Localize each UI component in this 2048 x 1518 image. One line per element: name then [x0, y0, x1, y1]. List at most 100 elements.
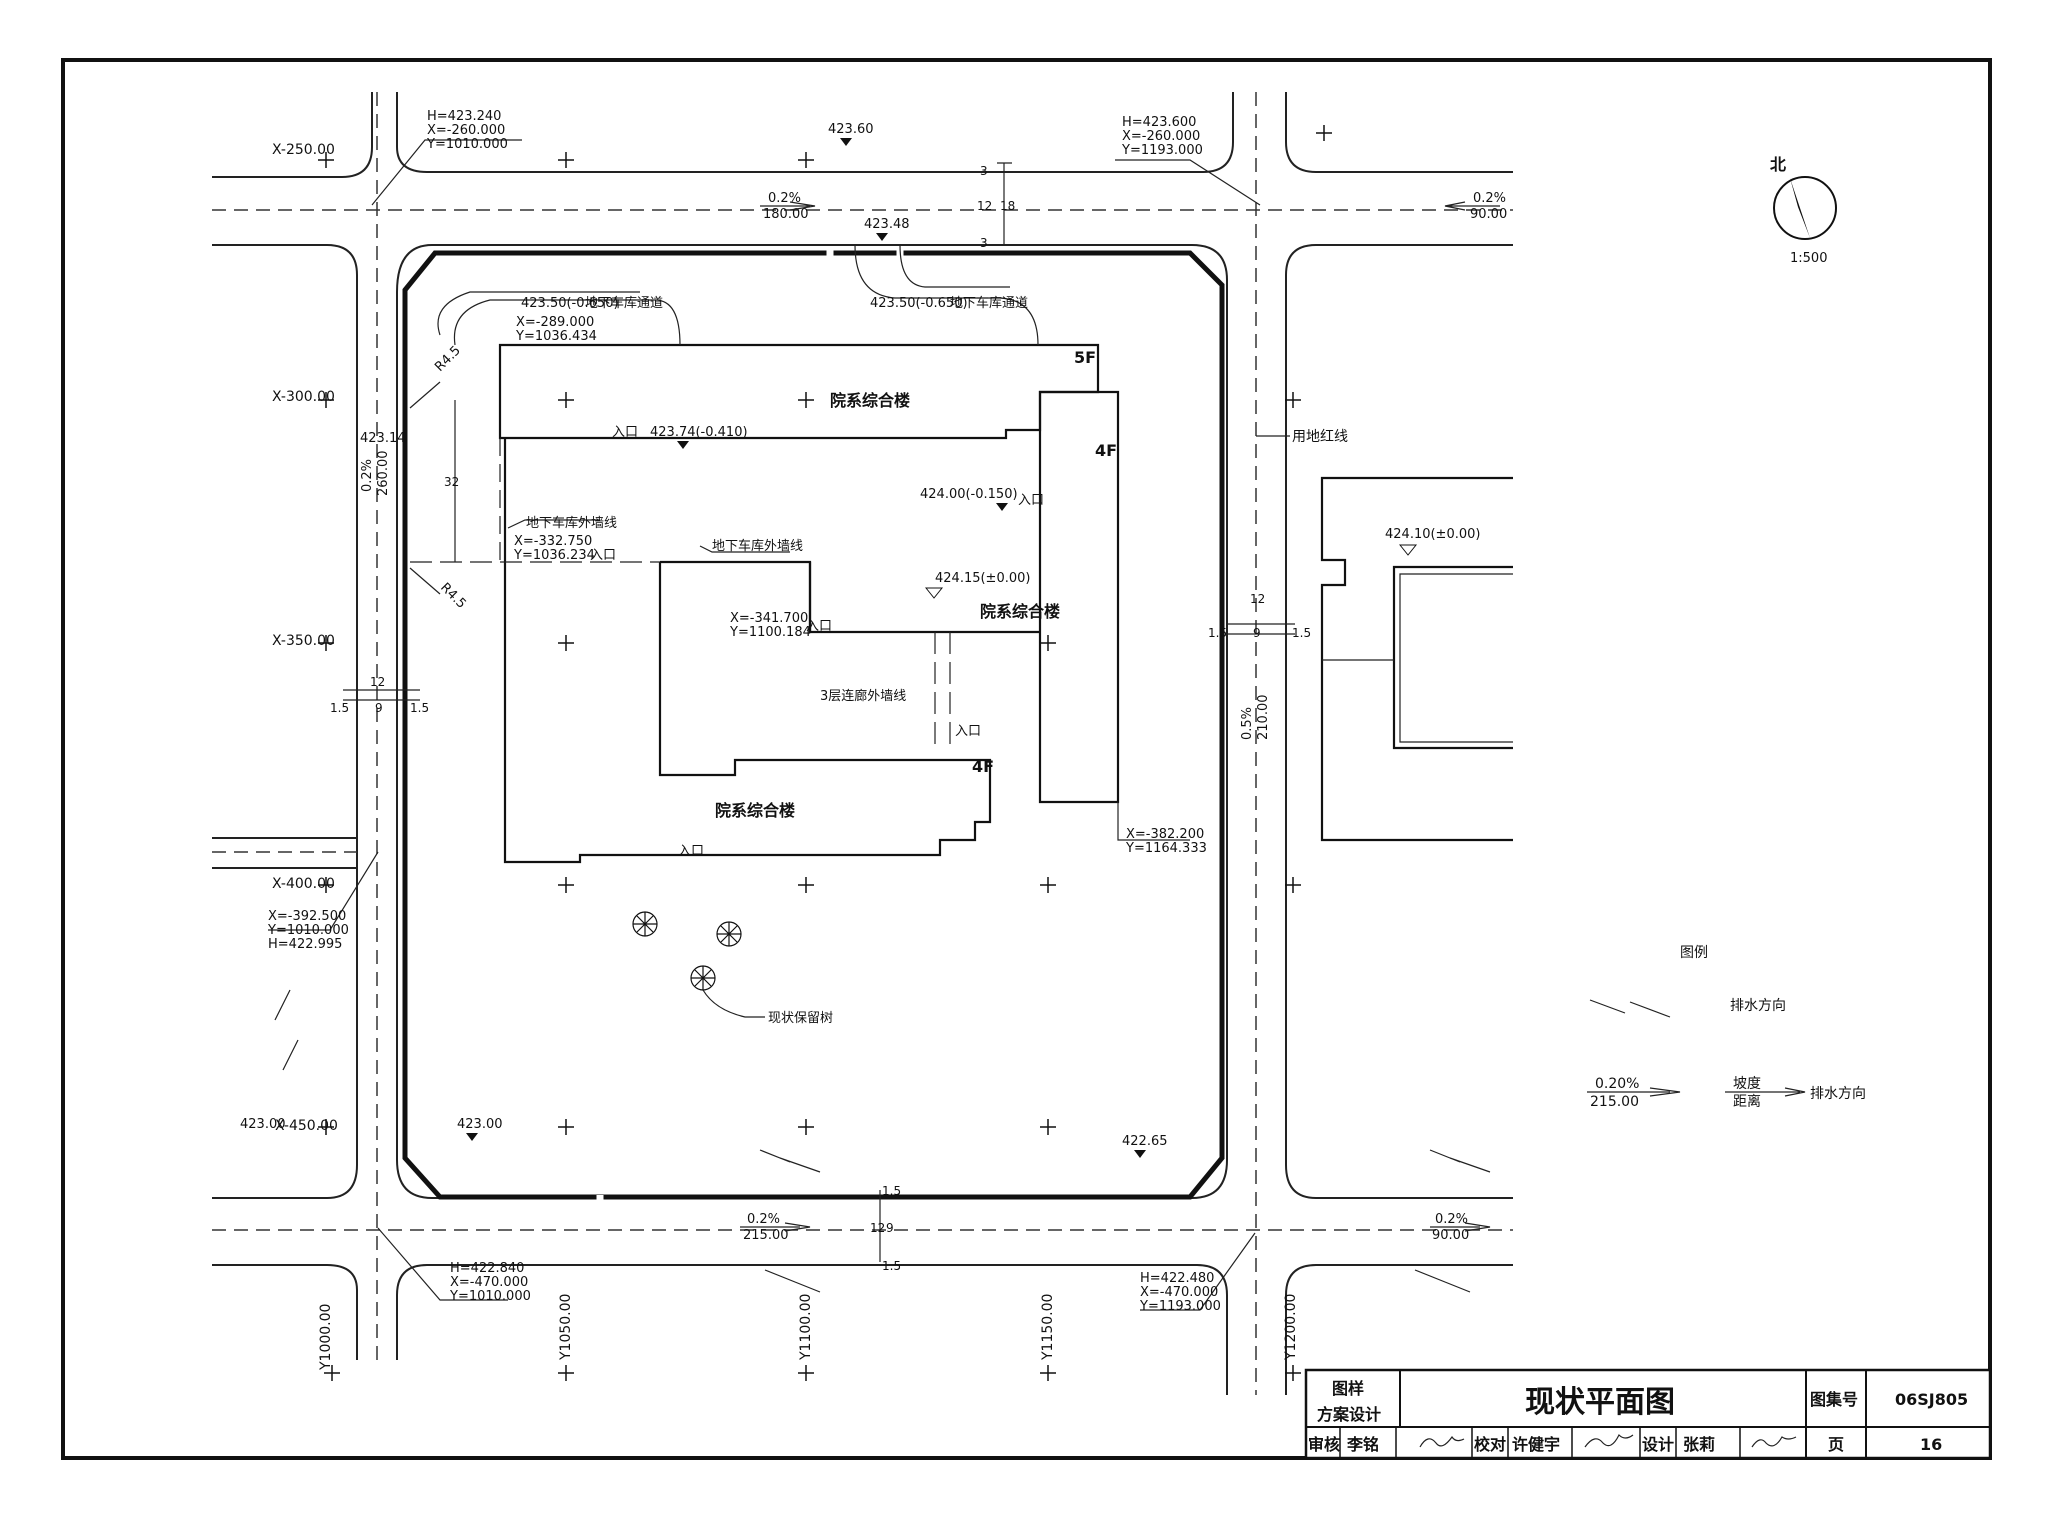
- grid-x-label: X-450.00: [275, 1118, 338, 1134]
- page-number: 16: [1920, 1435, 1942, 1454]
- slope-distance: 90.00: [1470, 207, 1507, 222]
- legend-drain-label: 排水方向: [1730, 998, 1786, 1014]
- building-label: 院系综合楼: [980, 602, 1060, 621]
- grid-y-label: Y1000.00: [318, 1304, 334, 1371]
- dimension-labels: 3 12 18 3 32 12 1.5 9 1.5 12 1.5 9 1.5 1…: [330, 164, 1311, 1273]
- point-sw-y: Y=1010.000: [449, 1289, 531, 1304]
- point-w-y: Y=1010.000: [267, 923, 349, 938]
- dim-label: 1.5: [882, 1259, 901, 1273]
- slope: 0.2%: [747, 1212, 780, 1227]
- point-nw-h: H=423.240: [427, 109, 501, 124]
- tree-icon: [716, 921, 742, 947]
- elevation: 424.15(±0.00): [935, 571, 1030, 586]
- corridor-label: 3层连廊外墙线: [820, 688, 906, 704]
- elevation: 423.60: [828, 122, 874, 137]
- slope-distance: 215.00: [743, 1228, 789, 1243]
- slope: 0.2%: [768, 191, 801, 206]
- legend-drain-label: 排水方向: [1810, 1086, 1866, 1102]
- grid-x-label: X-300.00: [272, 389, 335, 405]
- tree-icon: [690, 965, 716, 991]
- entrance-label: 入口: [590, 548, 616, 563]
- point-b2-x: X=-341.700: [730, 611, 808, 626]
- dim-label: 12: [870, 1221, 885, 1235]
- dim-label: 12: [370, 675, 385, 689]
- grid-y-labels: Y1000.00 Y1050.00 Y1100.00 Y1150.00 Y120…: [318, 1294, 1299, 1371]
- dim-label: 3: [980, 236, 988, 250]
- point-b3-y: Y=1164.333: [1125, 841, 1207, 856]
- point-nw-x: X=-260.000: [427, 123, 505, 138]
- point-se-h: H=422.480: [1140, 1271, 1214, 1286]
- reviewer-label: 审核: [1308, 1435, 1340, 1454]
- dim-label: 3: [980, 164, 988, 178]
- slope: 0.5%: [1240, 707, 1255, 740]
- entrance-label: 入口: [612, 425, 638, 440]
- designer-label: 设计: [1642, 1435, 1674, 1454]
- dim-label: 9: [886, 1221, 894, 1235]
- entrance-label: 入口: [806, 619, 832, 634]
- trees: 现状保留树: [632, 911, 833, 1026]
- point-wall-y: Y=1036.234: [513, 548, 595, 563]
- grid-y-label: Y1150.00: [1040, 1294, 1056, 1361]
- dim-label: 1.5: [330, 701, 349, 715]
- dimensions: [343, 162, 1295, 1262]
- elevation: 424.10(±0.00): [1385, 527, 1480, 542]
- point-ramp-x: X=-289.000: [516, 315, 594, 330]
- elevation: 422.65: [1122, 1134, 1168, 1149]
- point-ne-x: X=-260.000: [1122, 129, 1200, 144]
- legend-dist-word: 距离: [1733, 1093, 1761, 1110]
- legend-title: 图例: [1680, 945, 1708, 961]
- dim-label: 1.5: [1292, 626, 1311, 640]
- wall-label: 地下车库外墙线: [526, 515, 617, 531]
- tree-icon: [632, 911, 658, 937]
- drawing-frame: [61, 58, 1992, 1460]
- elevations: 423.60 423.48 423.14 423.00 423.00 422.6…: [240, 122, 1480, 1158]
- legend-slope-word: 坡度: [1733, 1076, 1761, 1092]
- dim-label: 1.5: [1208, 626, 1227, 640]
- slope-distance: 210.00: [1256, 695, 1271, 741]
- point-se-y: Y=1193.000: [1139, 1299, 1221, 1314]
- legend: 图例 排水方向 0.20% 215.00 坡度 距离 排水方向: [1587, 945, 1866, 1110]
- entrance-label: 入口: [1018, 493, 1044, 508]
- grid-x-labels: X-250.00 X-300.00 X-350.00 X-400.00 X-45…: [272, 142, 338, 1134]
- entrance-label: 入口: [678, 844, 704, 859]
- title-type-bottom: 方案设计: [1317, 1405, 1381, 1424]
- point-ne-y: Y=1193.000: [1121, 143, 1203, 158]
- point-se-x: X=-470.000: [1140, 1285, 1218, 1300]
- slope: 0.2%: [1435, 1212, 1468, 1227]
- slope-distance: 90.00: [1432, 1228, 1469, 1243]
- building-label: 院系综合楼: [715, 801, 795, 820]
- campus-buildings: [410, 244, 1120, 864]
- dim-label: 12: [1250, 592, 1265, 606]
- reviewer-name: 李铭: [1346, 1435, 1379, 1454]
- floor-label: 5F: [1074, 348, 1096, 367]
- point-sw-x: X=-470.000: [450, 1275, 528, 1290]
- ramp-label: 地下车库通道: [950, 295, 1028, 311]
- grid-x-label: X-250.00: [272, 142, 335, 158]
- checker-signature: [1584, 1433, 1634, 1448]
- grid-y-label: Y1050.00: [558, 1294, 574, 1361]
- dim-label: 9: [375, 701, 383, 715]
- elevation: 424.00(-0.150): [920, 487, 1018, 502]
- elevation: 423.50(-0.650): [870, 296, 968, 311]
- checker-name: 许健宇: [1512, 1435, 1560, 1454]
- point-wall-x: X=-332.750: [514, 534, 592, 549]
- building-label: 院系综合楼: [830, 391, 910, 410]
- point-b3-x: X=-382.200: [1126, 827, 1204, 842]
- slope-distance: 180.00: [763, 207, 809, 222]
- legend-distance-sample: 215.00: [1590, 1094, 1639, 1110]
- building-labels: 院系综合楼 院系综合楼 院系综合楼 5F 4F 4F 入口 入口 入口 入口 入…: [409, 295, 1117, 859]
- elevation: 423.48: [864, 217, 910, 232]
- elevation: 423.14: [360, 431, 406, 446]
- dim-label: 12: [977, 199, 992, 213]
- elevation: 423.74(-0.410): [650, 425, 748, 440]
- dim-label: 1.5: [882, 1184, 901, 1198]
- dim-label: 1.5: [410, 701, 429, 715]
- floor-label: 4F: [972, 757, 994, 776]
- legend-slope-sample: 0.20%: [1595, 1076, 1639, 1092]
- ramp-label: 地下车库通道: [585, 295, 663, 311]
- entrance-label: 入口: [955, 724, 981, 739]
- dim-label: 18: [1000, 199, 1015, 213]
- point-w-h: H=422.995: [268, 937, 342, 952]
- page-label: 页: [1828, 1435, 1844, 1454]
